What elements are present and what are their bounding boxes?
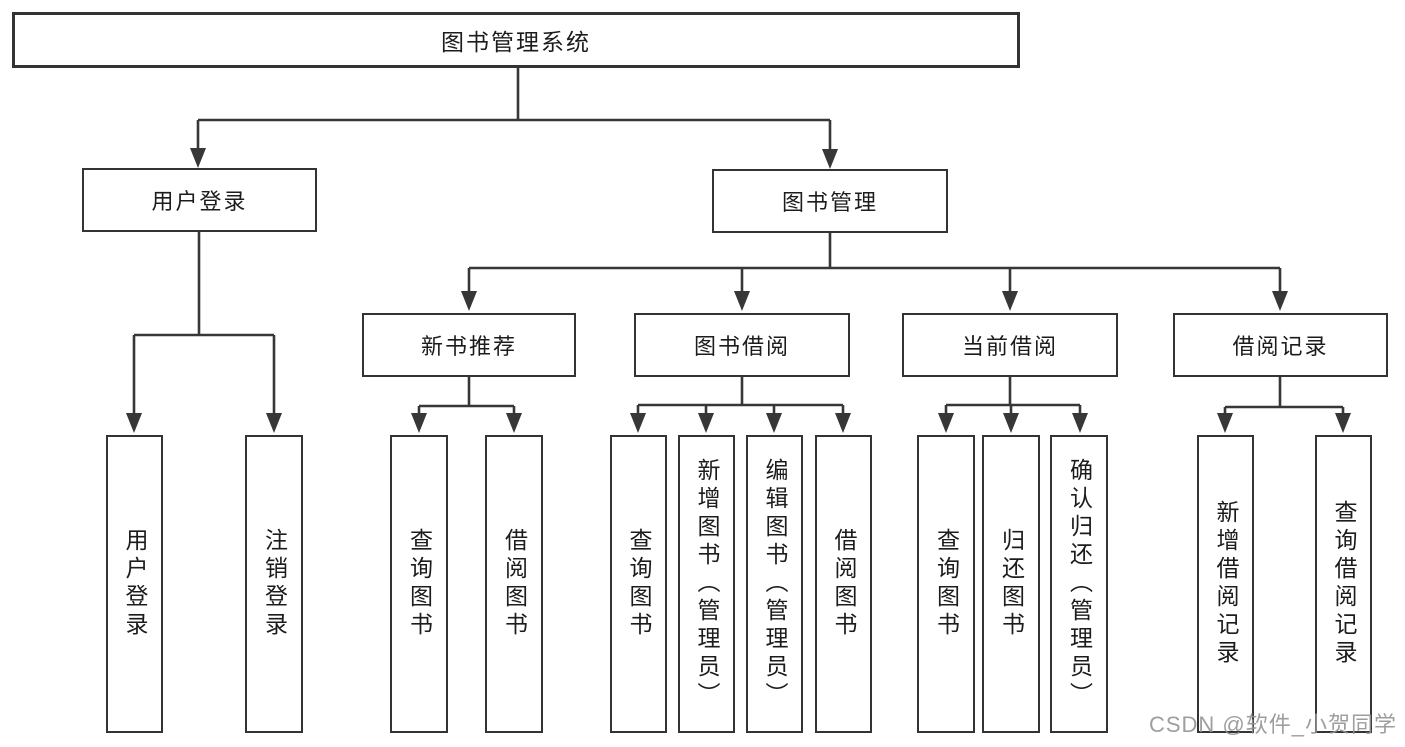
leaf-label: 查询图书: [933, 528, 960, 640]
leaf-label: 用户登录: [122, 528, 148, 640]
node-new-book-recommend: 新书推荐: [362, 313, 576, 377]
leaf-label: 新增图书（管理员）: [694, 458, 720, 710]
leaf-label: 注销登录: [261, 528, 288, 640]
leaf-current-confirm-return-admin: 确认归还（管理员）: [1050, 435, 1108, 733]
leaf-label: 查询图书: [406, 528, 433, 640]
node-current-borrow: 当前借阅: [902, 313, 1118, 377]
leaf-label: 确认归还（管理员）: [1066, 458, 1093, 710]
leaf-records-query-record: 查询借阅记录: [1315, 435, 1372, 733]
leaf-borrow-edit-books-admin: 编辑图书（管理员）: [746, 435, 803, 733]
leaf-label: 查询图书: [626, 528, 652, 640]
leaf-label: 借阅图书: [501, 528, 528, 640]
leaf-recommend-query-books: 查询图书: [390, 435, 448, 733]
leaf-recommend-borrow-books: 借阅图书: [485, 435, 543, 733]
node-book-borrow: 图书借阅: [634, 313, 850, 377]
leaf-current-query-books: 查询图书: [917, 435, 975, 733]
leaf-borrow-add-books-admin: 新增图书（管理员）: [678, 435, 735, 733]
leaf-label: 借阅图书: [831, 528, 857, 640]
node-user-login: 用户登录: [82, 168, 317, 232]
leaf-current-return-books: 归还图书: [982, 435, 1040, 733]
leaf-label: 查询借阅记录: [1331, 500, 1357, 668]
node-book-management: 图书管理: [712, 169, 948, 233]
leaf-label: 归还图书: [998, 528, 1025, 640]
leaf-borrow-borrow-books: 借阅图书: [815, 435, 872, 733]
leaf-borrow-query-books: 查询图书: [610, 435, 667, 733]
node-borrow-records: 借阅记录: [1173, 313, 1388, 377]
leaf-label: 编辑图书（管理员）: [762, 458, 788, 710]
leaf-logout: 注销登录: [245, 435, 303, 733]
leaf-user-login: 用户登录: [106, 435, 163, 733]
leaf-label: 新增借阅记录: [1213, 500, 1239, 668]
node-root: 图书管理系统: [12, 12, 1020, 68]
csdn-watermark: CSDN @软件_小贺同学: [1148, 712, 1397, 737]
leaf-records-add-record: 新增借阅记录: [1197, 435, 1254, 733]
